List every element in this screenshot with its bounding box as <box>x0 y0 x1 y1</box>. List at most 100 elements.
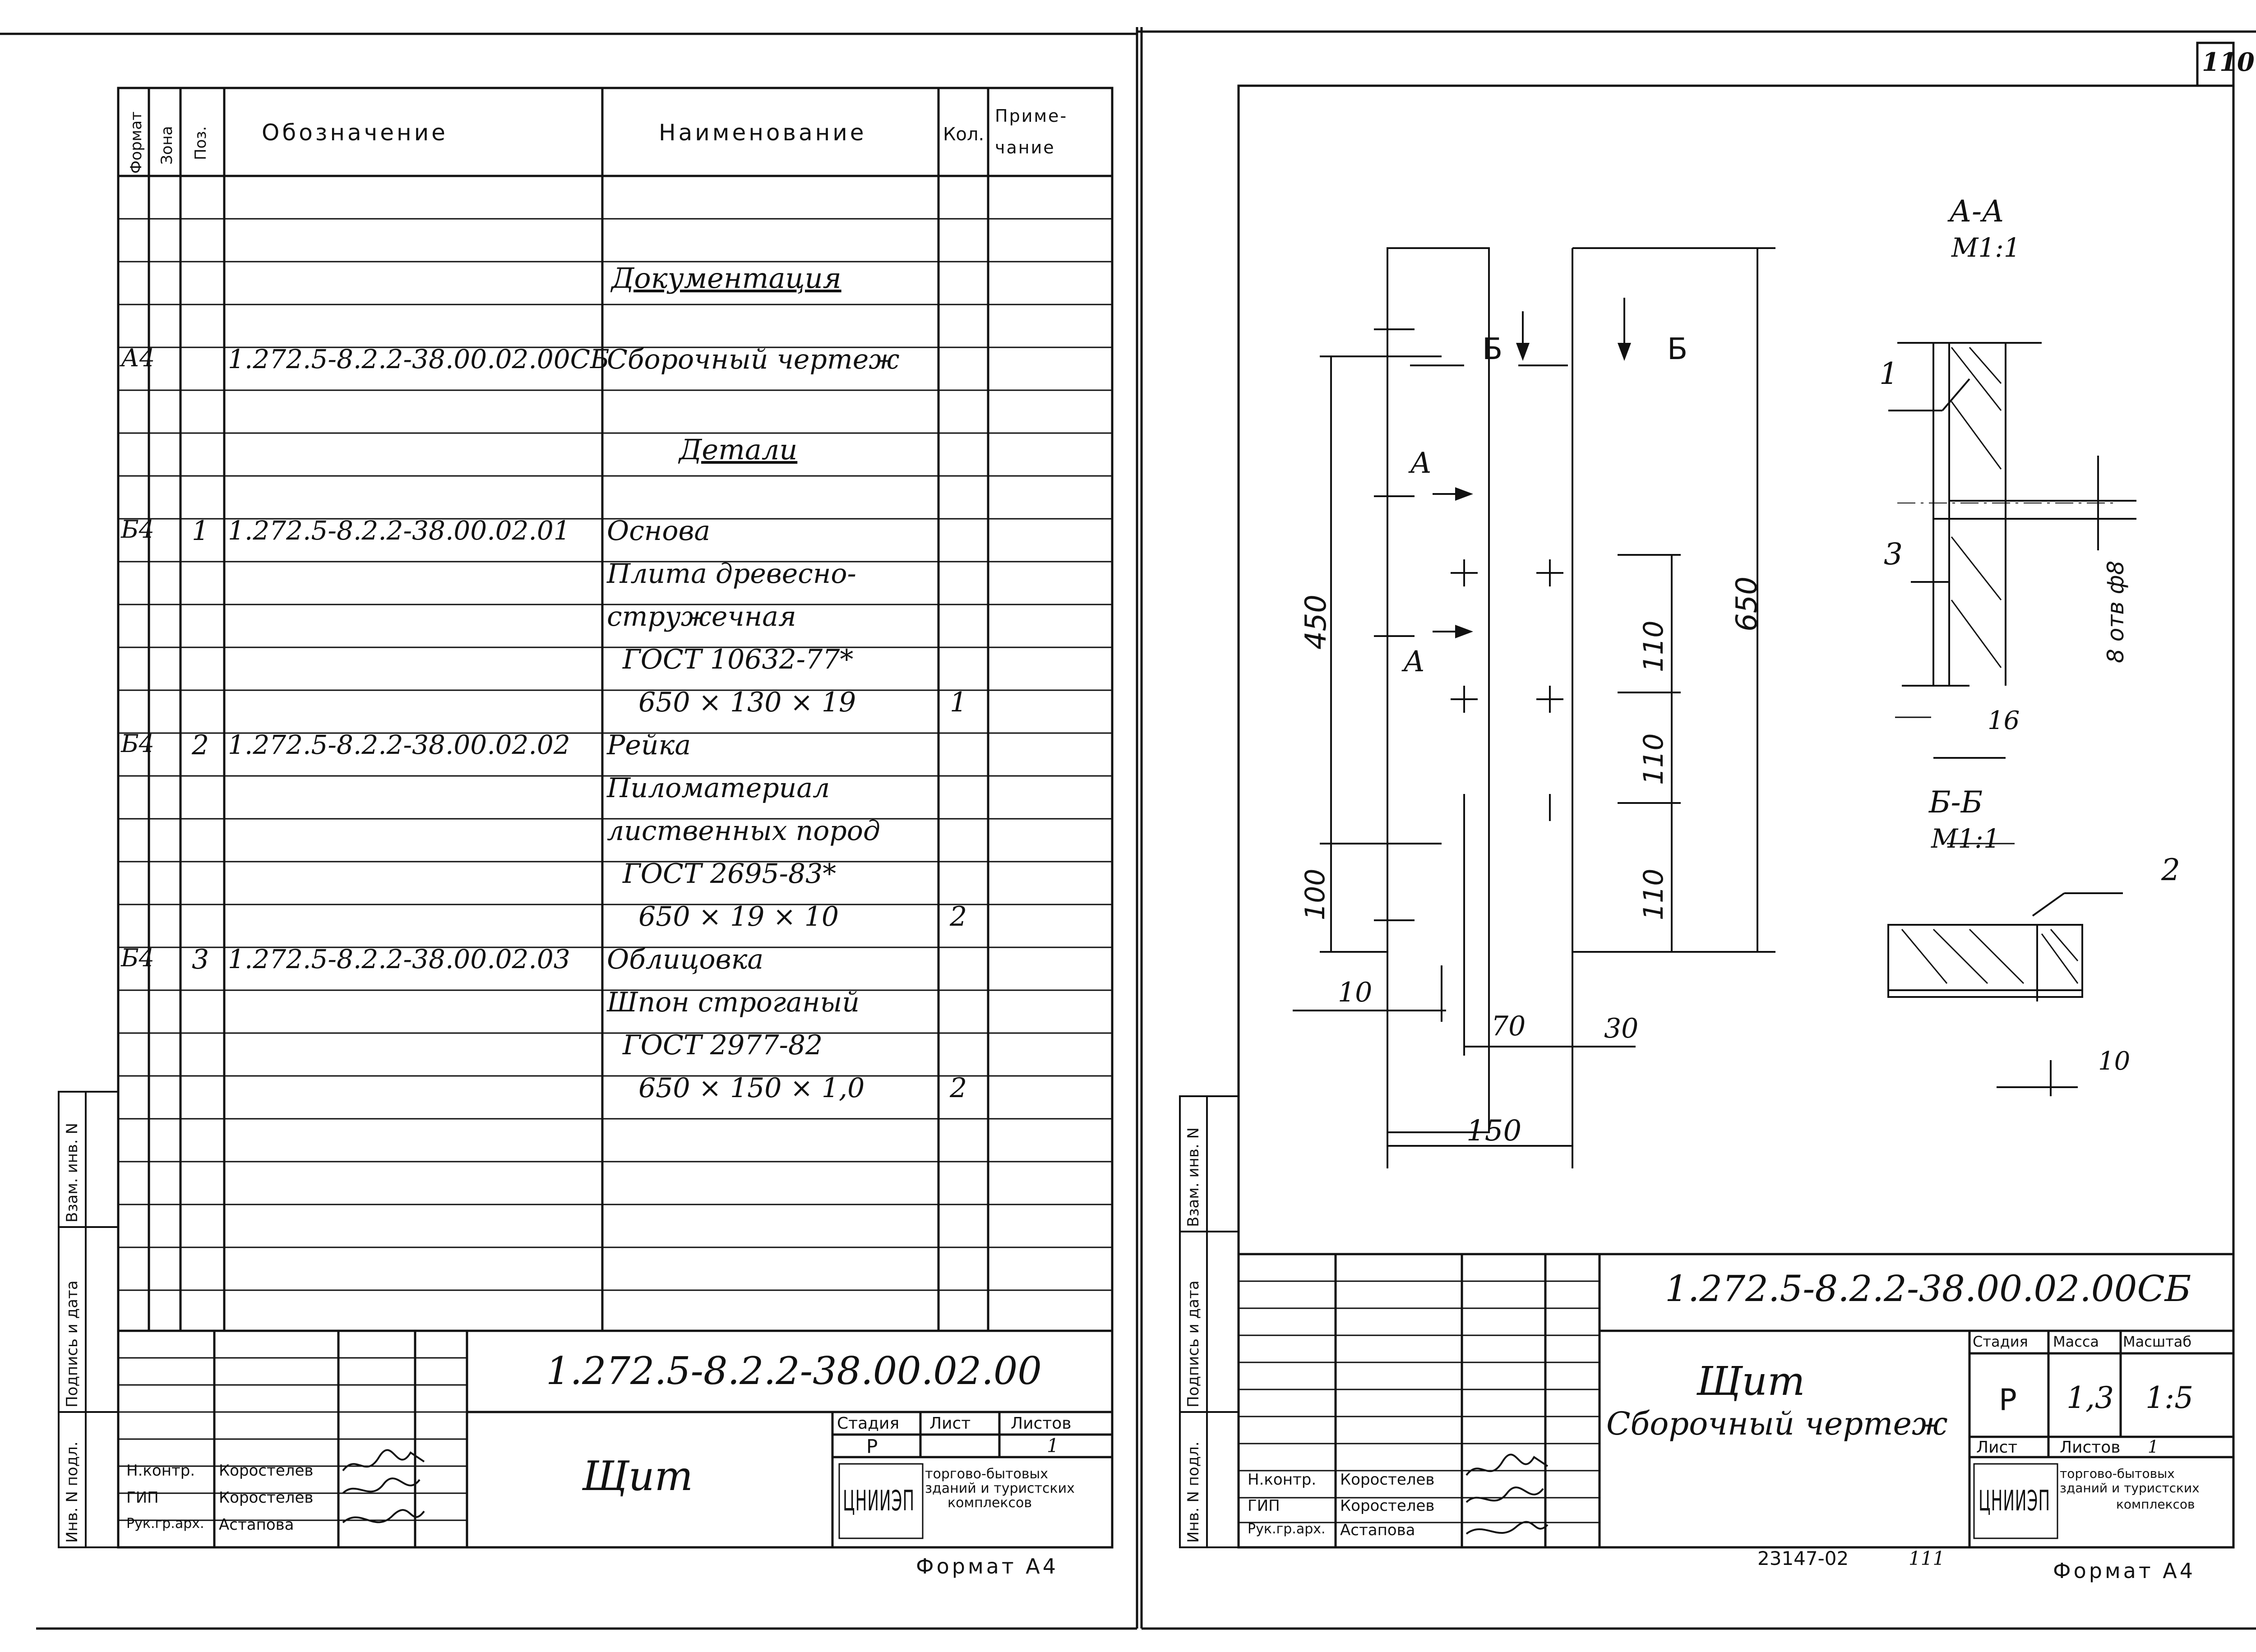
left-sheet-label: Лист <box>929 1414 971 1433</box>
dim-110-b: 110 <box>1638 733 1669 785</box>
section-bb-scale: М1:1 <box>1931 823 2000 854</box>
right-scale-label: Масштаб <box>2123 1333 2192 1350</box>
row-name: Шпон строганый <box>607 987 860 1018</box>
row-name: Пиломатериал <box>607 772 830 804</box>
row-format: Б4 <box>121 515 155 544</box>
row-name: ГОСТ 2695-83* <box>623 858 837 890</box>
left-org-name-1: торгово-бытовых <box>925 1466 1048 1482</box>
right-role-2: ГИП <box>1248 1497 1280 1515</box>
row-qty: 2 <box>950 901 967 932</box>
left-signatures <box>338 1444 429 1547</box>
row-format: Б4 <box>121 944 155 972</box>
cut-a-bottom: А <box>1403 645 1425 678</box>
left-role-2: ГИП <box>126 1489 159 1507</box>
dim-450: 450 <box>1299 594 1333 650</box>
right-sheet-label: Лист <box>1976 1438 2018 1457</box>
section-aa-scale: М1:1 <box>1951 232 2020 263</box>
header-name: Наименование <box>659 120 867 146</box>
right-format-label: Формат А4 <box>2053 1559 2196 1583</box>
left-doc-title: Щит <box>582 1453 693 1500</box>
left-doc-code: 1.272.5-8.2.2-38.00.02.00 <box>546 1349 1042 1393</box>
row-designation: 1.272.5-8.2.2-38.00.02.02 <box>228 729 570 760</box>
cut-a-top: А <box>1410 447 1432 480</box>
header-note-1: Приме- <box>995 106 1068 126</box>
right-role-3: Рук.гр.арх. <box>1248 1521 1326 1537</box>
row-name: Сборочный чертеж <box>607 344 900 375</box>
side-vzam-right: Взам. инв. N <box>1184 1127 1202 1227</box>
row-name: Основа <box>607 515 711 547</box>
dim-100: 100 <box>1299 868 1331 920</box>
row-name: лиственных пород <box>607 815 880 847</box>
row-pos: 3 <box>192 944 209 975</box>
row-qty: 2 <box>950 1072 967 1104</box>
header-note-2: чание <box>995 138 1055 157</box>
row-format: А4 <box>121 344 155 372</box>
row-designation: 1.272.5-8.2.2-38.00.02.00СБ <box>228 344 610 374</box>
row-designation: 1.272.5-8.2.2-38.00.02.01 <box>228 515 570 546</box>
right-stage-value: Р <box>1999 1383 2017 1417</box>
row-pos: 2 <box>192 729 209 761</box>
left-role-3: Рук.гр.арх. <box>126 1516 204 1532</box>
dim-holes: 8 отв ф8 <box>2103 560 2129 663</box>
page-number: 110 <box>2202 47 2255 77</box>
dim-110-c: 110 <box>1638 868 1669 920</box>
left-stage-value: Р <box>866 1435 878 1458</box>
right-name-1: Коростелев <box>1340 1471 1435 1489</box>
right-org-name-3: комплексов <box>2116 1497 2195 1512</box>
row-name: Рейка <box>607 729 691 761</box>
side-inv-sub-right: Инв. N подл. <box>1184 1441 1202 1543</box>
left-sheets-value: 1 <box>1047 1435 1059 1457</box>
right-signatures <box>1462 1444 1552 1547</box>
row-format: Б4 <box>121 729 155 758</box>
row-qty: 1 <box>950 687 967 718</box>
dim-110-a: 110 <box>1638 620 1669 672</box>
row-name: ГОСТ 10632-77* <box>623 644 854 675</box>
dim-30: 30 <box>1604 1013 1639 1044</box>
dim-150: 150 <box>1466 1114 1522 1148</box>
section-aa-label: А-А <box>1949 194 2005 229</box>
left-org-name-3: комплексов <box>948 1495 1032 1511</box>
assembly-drawing <box>1239 86 2233 1254</box>
side-sign-date-right: Подпись и дата <box>1184 1280 1202 1407</box>
spec-table-grid <box>0 0 1137 1652</box>
right-name-2: Коростелев <box>1340 1497 1435 1515</box>
dim-10-bb: 10 <box>2098 1047 2131 1076</box>
right-doc-title-1: Щит <box>1697 1358 1805 1404</box>
left-role-1: Н.контр. <box>126 1462 195 1480</box>
left-name-3: Астапова <box>219 1516 294 1534</box>
row-name: стружечная <box>607 601 796 632</box>
section-documentation: Документация <box>611 262 841 295</box>
left-sheets-label: Листов <box>1011 1414 1072 1433</box>
right-doc-code: 1.272.5-8.2.2-38.00.02.00СБ <box>1665 1268 2191 1310</box>
cut-b-left: Б <box>1482 332 1503 366</box>
right-org-name-1: торгово-бытовых <box>2060 1466 2175 1481</box>
dim-16: 16 <box>1988 706 2020 735</box>
callout-1: 1 <box>1879 356 1898 391</box>
dim-70: 70 <box>1491 1011 1526 1042</box>
dim-10: 10 <box>1338 977 1373 1008</box>
archive-number: 23147-02 <box>1757 1547 1849 1569</box>
right-stage-label: Стадия <box>1973 1333 2028 1350</box>
right-mass-label: Масса <box>2053 1333 2099 1350</box>
right-doc-title-2: Сборочный чертеж <box>1606 1405 1948 1442</box>
right-role-1: Н.контр. <box>1248 1471 1317 1489</box>
left-format-label: Формат А4 <box>916 1554 1059 1578</box>
header-designation: Обозначение <box>262 120 448 146</box>
header-qty: Кол. <box>943 124 985 145</box>
left-org-logo: ЦНИИЭП <box>843 1484 915 1517</box>
row-name: Плита древесно- <box>607 558 856 590</box>
cut-b-right: Б <box>1667 332 1688 366</box>
section-bb-label: Б-Б <box>1929 785 1983 820</box>
row-designation: 1.272.5-8.2.2-38.00.02.03 <box>228 944 570 974</box>
left-org-name-2: зданий и туристских <box>925 1481 1075 1496</box>
row-name: Облицовка <box>607 944 764 975</box>
dim-650: 650 <box>1730 576 1764 632</box>
right-org-logo: ЦНИИЭП <box>1979 1484 2051 1517</box>
left-name-2: Коростелев <box>219 1489 314 1507</box>
right-org-name-2: зданий и туристских <box>2060 1481 2200 1495</box>
row-name: 650 × 130 × 19 <box>638 687 856 718</box>
right-mass-value: 1,3 <box>2066 1380 2114 1415</box>
archive-page: 111 <box>1909 1547 1945 1569</box>
